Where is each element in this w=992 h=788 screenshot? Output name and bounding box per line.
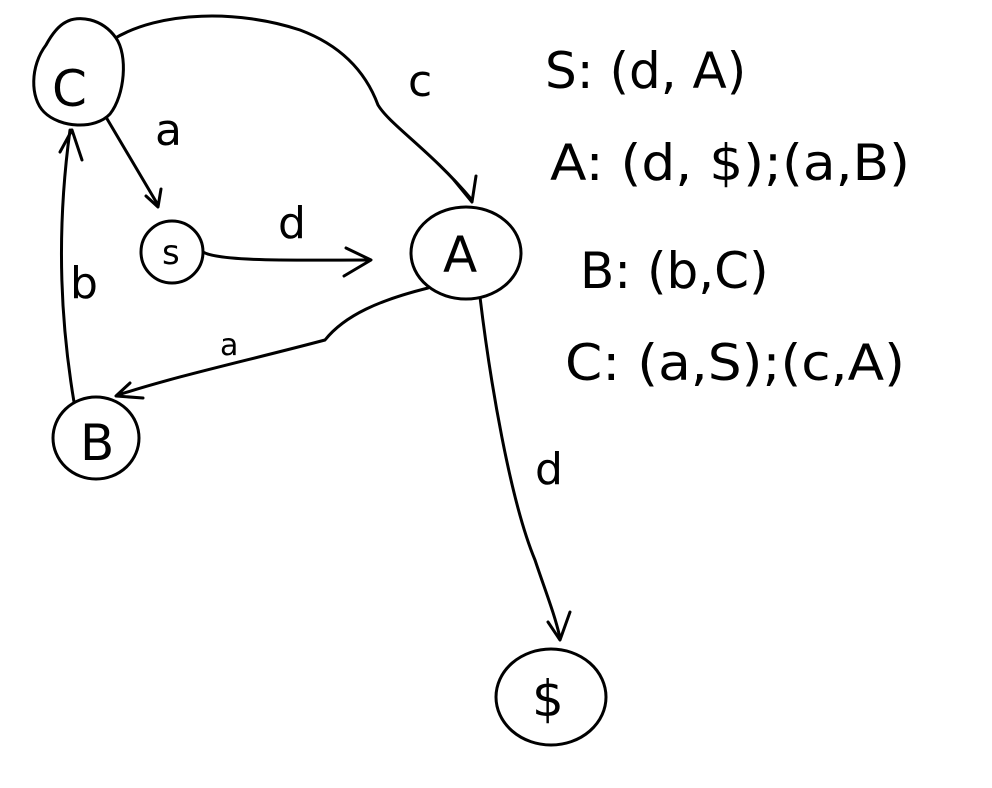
edge-c-to-s (101, 110, 163, 209)
node-dollar-label: $ (532, 670, 564, 728)
edge-a-to-dollar (478, 295, 572, 642)
rule-b: B: (b,C) (580, 242, 769, 300)
node-b-label: B (80, 414, 114, 472)
node-c-circle (32, 17, 125, 127)
edge-b-to-c (58, 128, 84, 404)
rule-s: S: (d, A) (545, 42, 746, 100)
edge-c-to-s-label: a (155, 105, 182, 156)
node-dollar: $ (494, 647, 608, 747)
node-dollar-circle (494, 647, 608, 747)
edge-c-to-a-line (110, 14, 474, 202)
edge-c-to-s-line (101, 110, 160, 207)
edge-s-to-a-line (201, 250, 372, 262)
rule-a: A: (d, $);(a,B) (550, 134, 910, 192)
node-b: B (51, 395, 141, 481)
edge-c-to-a (110, 14, 478, 204)
edge-a-to-b-label: a (220, 328, 238, 363)
node-c: C (32, 17, 125, 127)
rule-c: C: (a,S);(c,A) (565, 334, 905, 392)
edge-a-to-b-line (116, 286, 430, 397)
edge-a-to-dollar-label: d (535, 444, 563, 495)
edge-s-to-a-label: d (278, 198, 306, 249)
edge-b-to-c-arrowhead (58, 128, 84, 162)
node-a: A (409, 205, 523, 301)
edge-a-to-b-arrowhead (114, 381, 145, 400)
edge-s-to-a (201, 246, 373, 278)
edge-c-to-a-label: c (408, 56, 432, 107)
node-a-circle (409, 205, 523, 301)
transition-rules: S: (d, A) A: (d, $);(a,B) B: (b,C) C: (a… (545, 42, 910, 392)
node-s: s (139, 219, 205, 285)
node-s-circle (139, 219, 205, 285)
edge-a-to-dollar-line (478, 295, 562, 640)
edge-b-to-c-label: b (70, 258, 98, 309)
node-a-label: A (443, 226, 477, 284)
edge-b-to-c-line (59, 128, 76, 404)
edge-a-to-b (114, 286, 430, 400)
node-s-label: s (162, 233, 180, 273)
edge-s-to-a-arrowhead (342, 246, 373, 278)
edge-c-to-a-arrowhead (452, 174, 478, 204)
edge-c-to-s-arrowhead (144, 187, 163, 209)
node-b-circle (51, 395, 141, 481)
node-c-label: C (52, 60, 87, 118)
edge-a-to-dollar-arrowhead (546, 610, 572, 642)
